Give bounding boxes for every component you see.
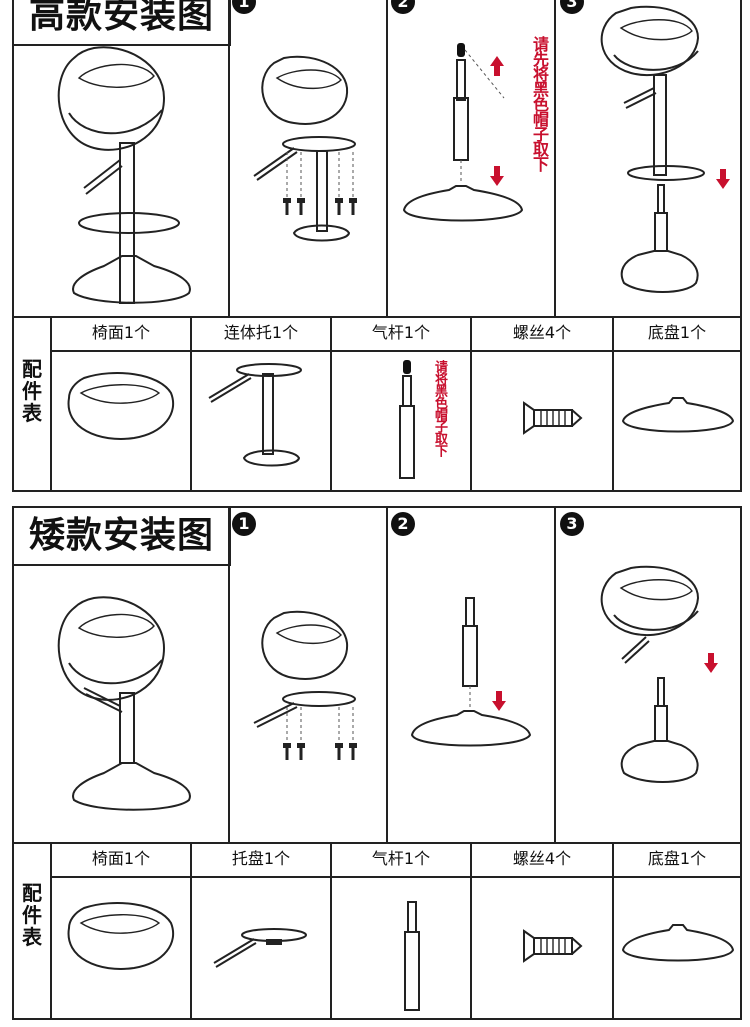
step-number-2: 2 <box>391 512 415 536</box>
low-parts-label: 配件表 <box>22 881 42 949</box>
step-number-3: 3 <box>560 512 584 536</box>
divider <box>386 508 388 842</box>
part-label-screws: 螺丝4个 <box>512 849 572 868</box>
step-number-3: 3 <box>560 0 584 14</box>
high-step-1-figure <box>253 55 357 242</box>
high-step-3-figure <box>600 5 730 293</box>
divider <box>554 508 556 842</box>
divider <box>470 316 472 490</box>
step-number-1: 1 <box>232 0 256 14</box>
part-base-holder-figure <box>208 363 302 467</box>
divider <box>14 842 740 844</box>
divider <box>190 842 192 1018</box>
divider <box>228 508 230 842</box>
divider <box>50 842 52 1018</box>
divider <box>50 350 740 352</box>
part-seat-figure <box>67 372 175 440</box>
divider <box>330 316 332 490</box>
part-label-screws: 螺丝4个 <box>512 323 572 342</box>
part-label-base: 底盘1个 <box>647 849 707 868</box>
part-base-figure <box>621 397 735 433</box>
part-label-base-holder: 连体托1个 <box>223 323 299 342</box>
low-step-2-figure <box>410 597 532 747</box>
part-label-tray: 托盘1个 <box>231 849 291 868</box>
high-stool-panel: 高款安装图 1 <box>12 0 742 492</box>
part-screw-figure <box>523 401 583 435</box>
low-step-3-figure <box>600 565 718 783</box>
divider <box>228 0 230 316</box>
divider <box>612 842 614 1018</box>
assembled-low-stool-figure <box>57 596 191 811</box>
assembled-high-stool-figure <box>57 46 191 304</box>
step-number-2: 2 <box>391 0 415 14</box>
part-base-figure <box>621 924 735 962</box>
part-tray-figure <box>213 928 307 968</box>
low-panel-title: 矮款安装图 <box>14 508 231 566</box>
low-stool-panel: 矮款安装图 1 2 <box>12 506 742 1020</box>
high-step-2-note: 请先将黑色帽子取下 <box>530 36 549 171</box>
divider <box>554 0 556 316</box>
divider <box>50 316 52 490</box>
part-gas-lift-figure <box>399 360 415 479</box>
part-screw-figure <box>523 929 583 963</box>
part-gas-lift-figure <box>404 901 420 1011</box>
step-number-1: 1 <box>232 512 256 536</box>
divider <box>612 316 614 490</box>
divider <box>470 842 472 1018</box>
part-label-gas-lift: 气杆1个 <box>371 323 431 342</box>
divider <box>330 842 332 1018</box>
part-seat-figure <box>67 902 175 970</box>
high-parts-label: 配件表 <box>22 357 42 425</box>
divider <box>386 0 388 316</box>
high-step-2-figure <box>402 43 524 222</box>
part-label-base: 底盘1个 <box>647 323 707 342</box>
high-parts-note: 请将黑色帽子取下 <box>432 360 447 456</box>
part-label-gas-lift: 气杆1个 <box>371 849 431 868</box>
divider <box>190 316 192 490</box>
part-label-seat: 椅面1个 <box>91 849 151 868</box>
high-panel-title: 高款安装图 <box>14 0 231 46</box>
divider <box>50 876 740 878</box>
part-label-seat: 椅面1个 <box>91 323 151 342</box>
low-step-1-figure <box>253 610 357 760</box>
divider <box>14 316 740 318</box>
